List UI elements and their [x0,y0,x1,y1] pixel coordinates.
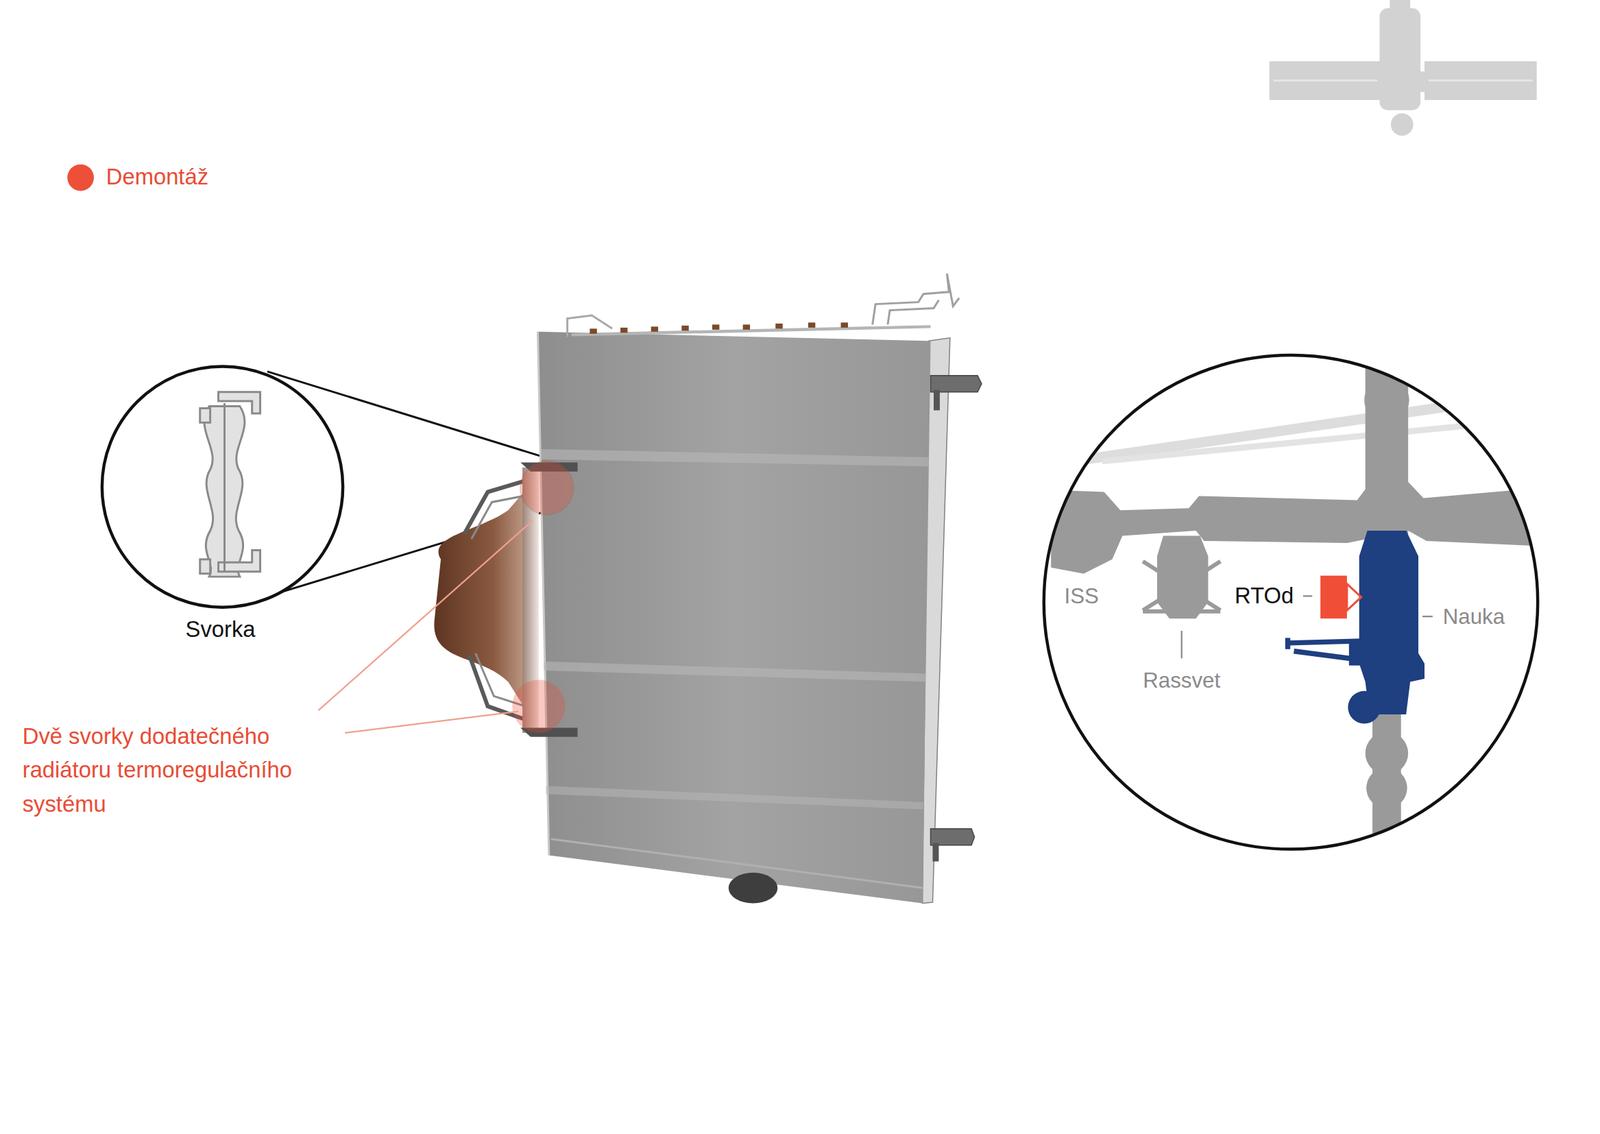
iss-icon-lines [1273,79,1533,82]
zoom-circle [102,366,343,607]
part-label: Svorka [185,616,256,644]
legend-text: Demontáž [106,164,209,192]
callout-note: Dvě svorky dodatečného radiátoru termore… [22,719,349,821]
module-label: Nauka [1443,603,1505,630]
leader-lines [318,520,533,733]
module-label: Rassvet [1142,667,1221,695]
module-label: ISS [1064,582,1099,610]
radiator-panel [537,273,982,904]
adapter [433,461,578,737]
iss-icon [1269,0,1537,136]
legend-item: Demontáž [67,164,209,192]
inset-map [1050,346,1541,857]
inset-circle [1044,355,1538,850]
clamp-symbol [200,392,261,577]
legend-swatch [67,164,94,192]
module-label: RTOd [1234,582,1294,610]
